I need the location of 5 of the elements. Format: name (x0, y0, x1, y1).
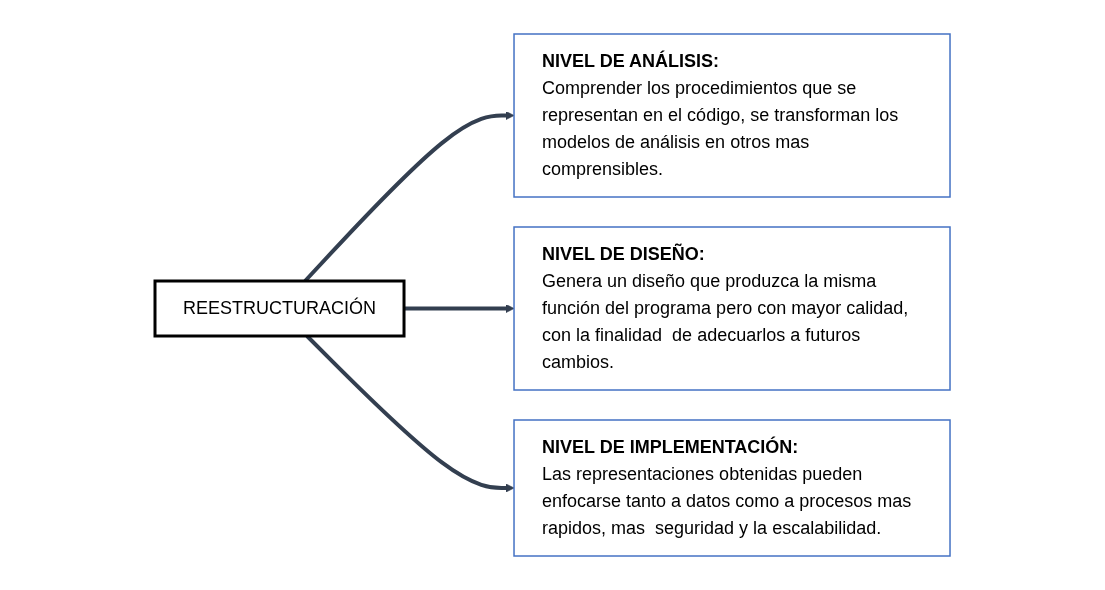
node-box: NIVEL DE ANÁLISIS: Comprender los procedimientos que se representan en el código, se transforman los modelos de análisis en otros mas comprensibles. (513, 33, 951, 198)
node-box: NIVEL DE IMPLEMENTACIÓN: Las representaciones obtenidas pueden enfocarse tanto a datos como a procesos mas rapidos, mas seguridad y la escalabilidad. (513, 419, 951, 557)
arrow (404, 304, 515, 313)
node-box: REESTRUCTURACIÓN (153, 279, 406, 338)
node-box: NIVEL DE DISEÑO: Genera un diseño que produzca la misma función del programa pero con mayor calidad, con la finalidad de adecuarlos a futuros cambios. (513, 226, 951, 391)
